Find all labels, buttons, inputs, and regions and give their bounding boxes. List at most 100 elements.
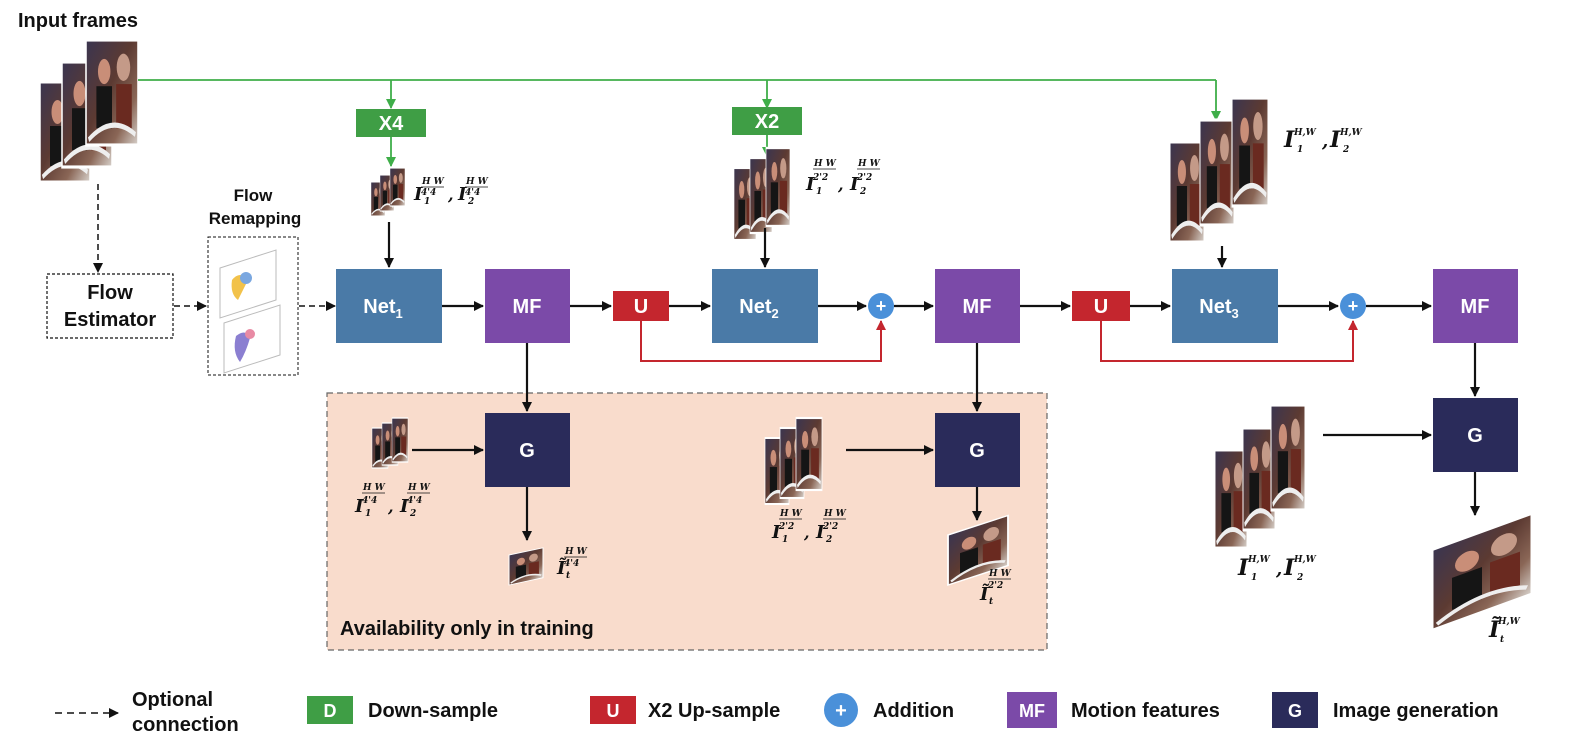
svg-text:H W: H W [857, 159, 881, 169]
legend-up-text: X2 Up-sample [648, 700, 780, 722]
flow-estimator-label-2: Estimator [64, 309, 156, 331]
flow-estimator-label-1: Flow [87, 282, 133, 304]
svg-text:2'2: 2'2 [822, 522, 838, 532]
g2-input-math: I 1 H W 2'2 , I 2 H W 2'2 [771, 509, 847, 545]
up2-box [1072, 291, 1130, 321]
svg-text:H W: H W [465, 177, 489, 187]
svg-text:1: 1 [424, 197, 430, 207]
downsample-lines [138, 79, 1221, 167]
svg-text:H W: H W [564, 547, 588, 557]
flow-arrows [384, 222, 1480, 541]
up1-box [613, 291, 669, 321]
full-frames-image [1170, 98, 1268, 242]
svg-text:1: 1 [782, 535, 788, 545]
svg-text:H W: H W [823, 509, 847, 519]
legend-add-badge-label: + [835, 700, 847, 722]
svg-text:2: 2 [409, 509, 416, 519]
legend-add-text: Addition [873, 700, 954, 722]
svg-text:I: I [1283, 555, 1295, 581]
legend-optional-text-2: connection [132, 714, 239, 736]
svg-text:,: , [1275, 559, 1282, 580]
svg-text:1: 1 [1297, 145, 1303, 155]
mf1-label: MF [513, 296, 542, 318]
svg-text:2: 2 [1296, 573, 1303, 583]
mf3-box [1433, 269, 1518, 343]
svg-text:I: I [815, 522, 825, 543]
svg-text:I: I [1237, 555, 1249, 581]
svg-text:Ĩ: Ĩ [556, 556, 567, 579]
svg-text:H W: H W [813, 159, 837, 169]
mf3-label: MF [1461, 296, 1490, 318]
half-frames-image [732, 146, 792, 242]
net1-label: Net1 [363, 296, 402, 321]
flow-remapping-image [219, 249, 281, 374]
legend-mf-badge [1007, 692, 1057, 728]
svg-text:2: 2 [1342, 145, 1349, 155]
g2-output-math: Ĩ t H W 2'2 [979, 569, 1012, 607]
svg-text:,: , [1321, 131, 1328, 152]
svg-text:I: I [399, 496, 409, 517]
svg-text:t: t [1500, 635, 1505, 645]
full-input-math-bottom: I 1 H,W , I 2 H,W [1237, 555, 1317, 583]
svg-text:4'4: 4'4 [362, 496, 377, 506]
svg-text:2: 2 [467, 197, 474, 207]
net2-box [712, 269, 818, 343]
mf2-box [935, 269, 1020, 343]
g3-output-frame-image [1432, 514, 1532, 630]
g3-label: G [1467, 425, 1483, 447]
g3-output-math: Ĩ t H,W [1488, 616, 1521, 645]
legend: Optional connection D Down-sample U X2 U… [55, 689, 1499, 736]
svg-text:I: I [413, 184, 423, 205]
svg-text:I: I [771, 522, 781, 543]
g2-box [935, 413, 1020, 487]
downsample-x4-box [356, 109, 426, 137]
g3-input-frames-image [1215, 405, 1305, 548]
mf2-label: MF [963, 296, 992, 318]
mf1-box [485, 269, 570, 343]
g3-box [1433, 398, 1518, 472]
svg-text:I: I [1329, 127, 1341, 153]
downsample-x4-label: X4 [379, 113, 404, 135]
legend-add-badge [824, 693, 858, 727]
half-input-math: I 1 H W 2'2 , I 2 H W 2'2 [805, 159, 881, 197]
full-input-math-top: I 1 H,W , I 2 H,W [1283, 127, 1363, 155]
svg-text:H W: H W [421, 177, 445, 187]
training-region-label: Availability only in training [340, 618, 594, 640]
svg-text:,: , [837, 175, 844, 194]
legend-down-badge [307, 696, 353, 724]
net2-label: Net2 [739, 296, 778, 321]
svg-text:H,W: H,W [1293, 555, 1317, 565]
svg-text:H W: H W [988, 569, 1012, 579]
svg-text:H W: H W [779, 509, 803, 519]
svg-text:t: t [566, 571, 571, 581]
g1-output-math: Ĩ t H W 4'4 [556, 547, 588, 581]
up2-label: U [1094, 296, 1108, 318]
legend-up-badge-label: U [607, 701, 620, 721]
svg-text:I: I [805, 174, 815, 195]
svg-text:H,W: H,W [1339, 128, 1363, 138]
net3-box [1172, 269, 1278, 343]
svg-text:H,W: H,W [1247, 555, 1271, 565]
net1-box [336, 269, 442, 343]
g1-input-math: I 1 H W 4'4 , I 2 H W 4'4 [354, 483, 431, 519]
legend-g-badge-label: G [1288, 701, 1302, 721]
svg-text:4'4: 4'4 [421, 188, 436, 198]
svg-text:1: 1 [365, 509, 371, 519]
add2-label: + [1348, 296, 1359, 316]
add2-circle [1340, 293, 1366, 319]
svg-text:1: 1 [1251, 573, 1257, 583]
svg-text:I: I [457, 184, 467, 205]
input-frames-title: Input frames [18, 10, 138, 32]
svg-text:t: t [989, 597, 994, 607]
optional-connections [93, 184, 336, 311]
downsample-x2-box [732, 107, 802, 135]
g1-label: G [519, 440, 535, 462]
quarter-input-math: I 1 H W 4'4 , I 2 H W 4'4 [413, 177, 489, 207]
svg-text:2'2: 2'2 [987, 581, 1003, 591]
legend-g-badge [1272, 692, 1318, 728]
add1-label: + [876, 296, 887, 316]
legend-mf-badge-label: MF [1019, 701, 1045, 721]
svg-text:H W: H W [362, 483, 386, 493]
svg-text:4'4: 4'4 [564, 559, 579, 569]
